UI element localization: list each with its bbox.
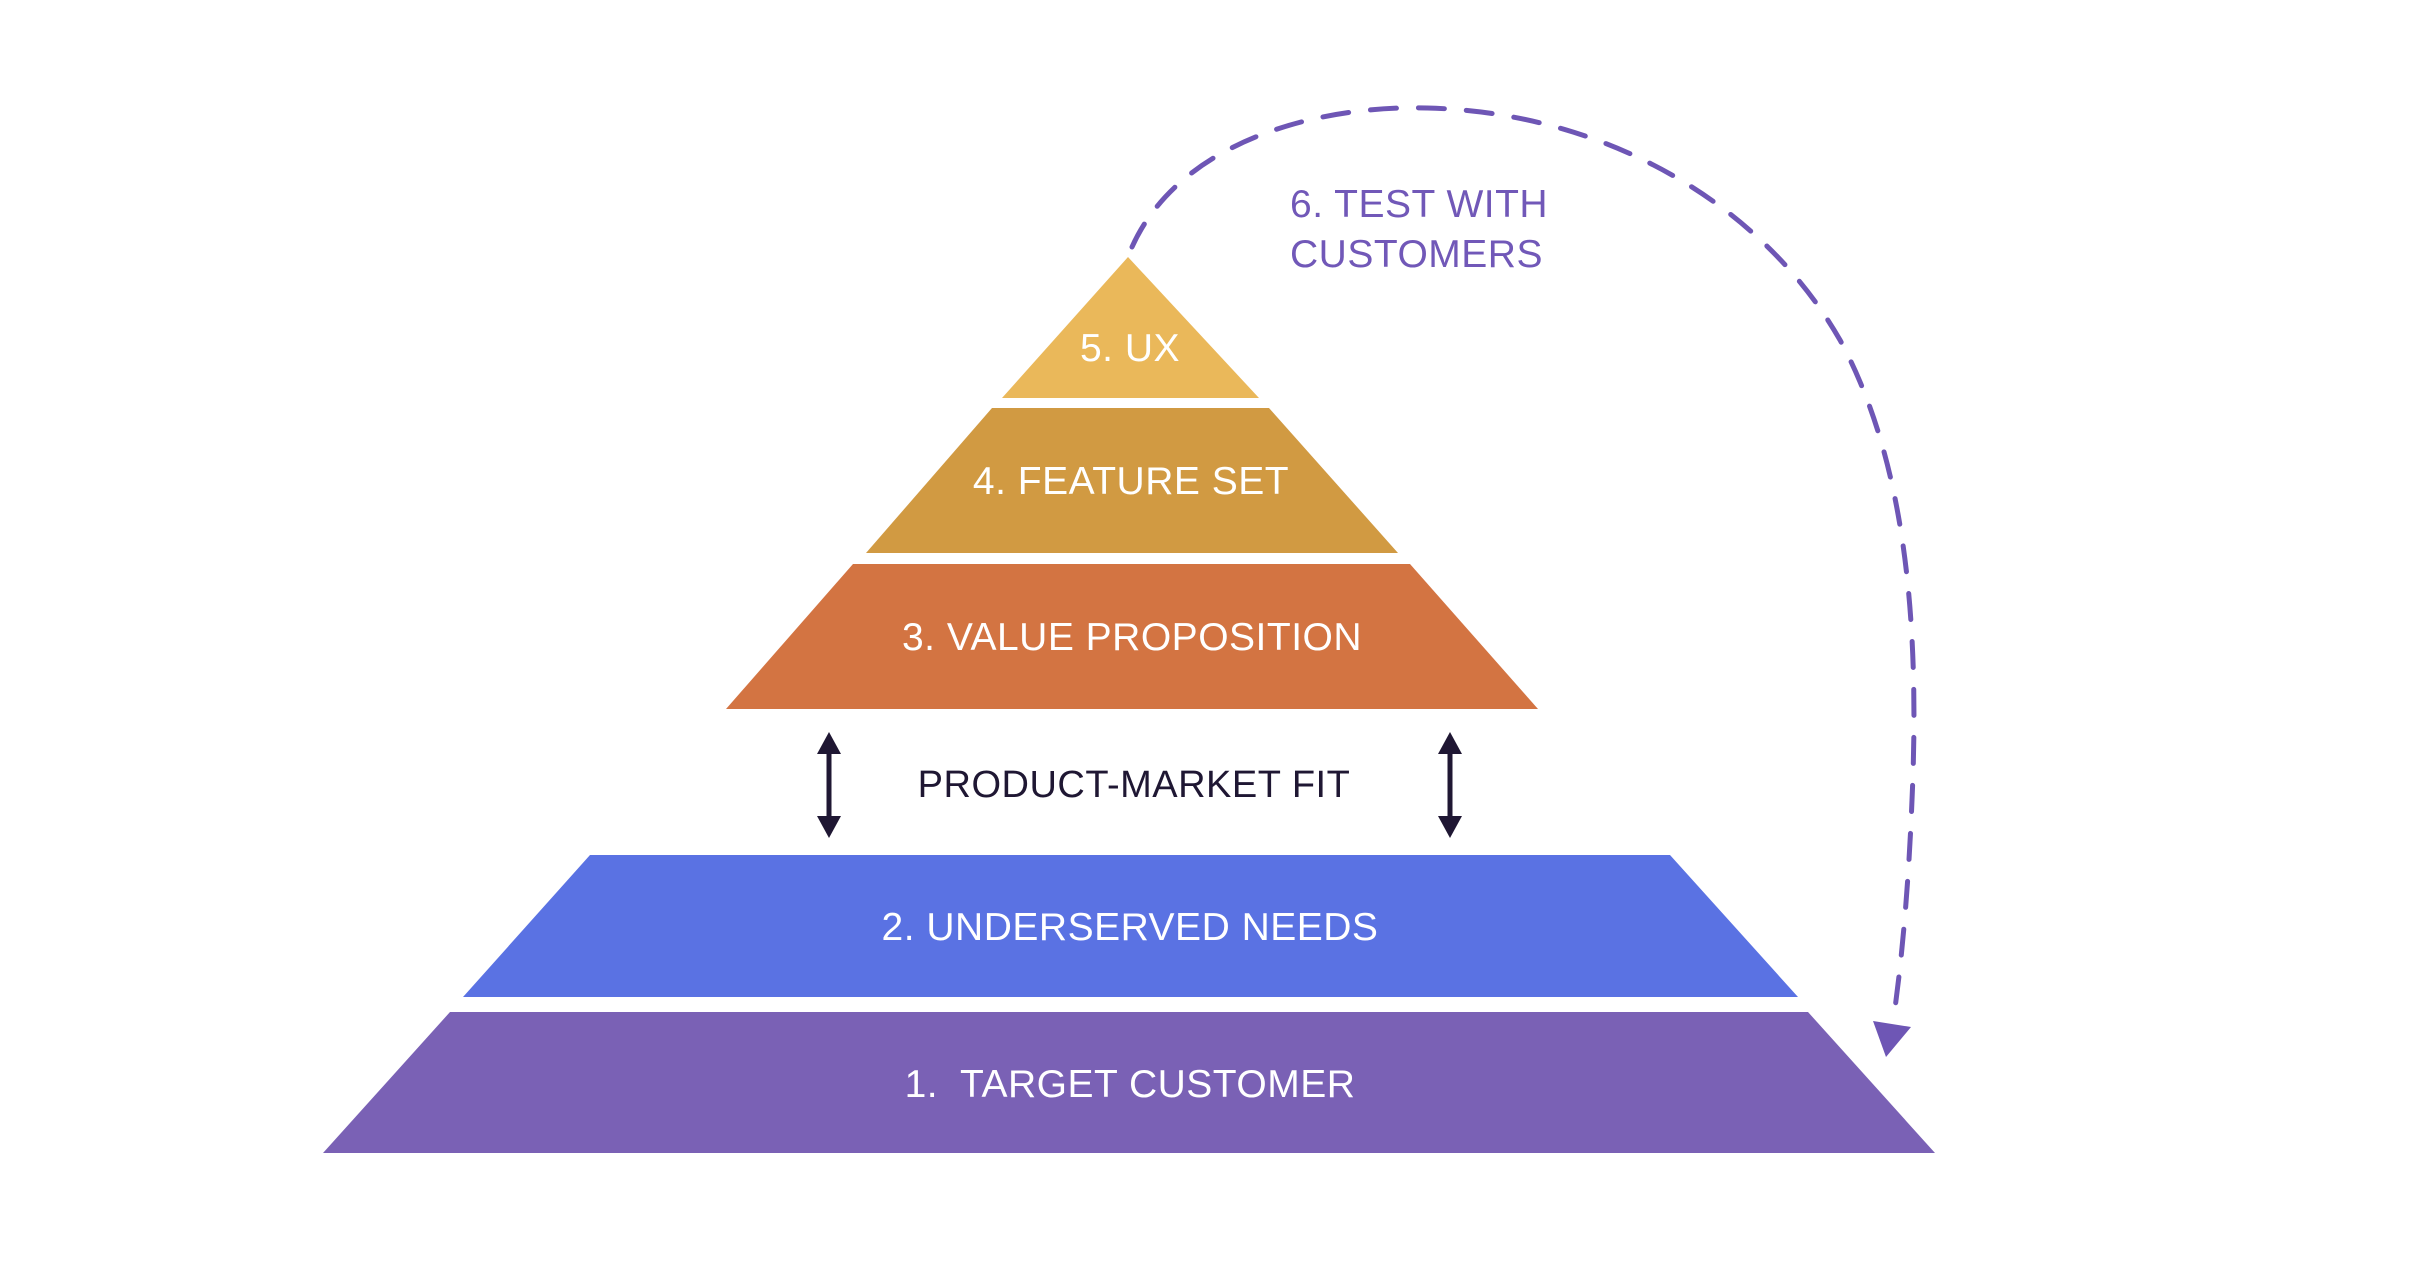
- layer-target-customer-label: 1. TARGET CUSTOMER: [905, 1063, 1356, 1106]
- layer-target-customer-shape: [323, 1012, 1935, 1153]
- layer-feature-set-shape: [866, 408, 1398, 553]
- pyramid-layer-feature-set: 4. FEATURE SET: [866, 408, 1398, 553]
- double-arrow-vertical-icon: [817, 732, 841, 838]
- layer-value-proposition-shape: [726, 564, 1538, 709]
- layer-underserved-needs-label: 2. UNDERSERVED NEEDS: [882, 906, 1379, 949]
- layer-value-proposition-label: 3. VALUE PROPOSITION: [902, 616, 1362, 659]
- pyramid-layer-target-customer: 1. TARGET CUSTOMER: [323, 1012, 1935, 1153]
- product-market-fit-divider: PRODUCT-MARKET FIT: [817, 732, 1462, 838]
- pyramid-layer-ux: 5. UX: [1002, 257, 1259, 398]
- layer-feature-set-label: 4. FEATURE SET: [973, 460, 1289, 503]
- pyramid-layer-value-proposition: 3. VALUE PROPOSITION: [726, 564, 1538, 709]
- test-with-customers-label-line1: 6. TEST WITH: [1290, 183, 1548, 226]
- loop-arrowhead-icon: [1873, 1021, 1911, 1057]
- layer-underserved-needs-shape: [463, 855, 1798, 997]
- layer-ux-label: 5. UX: [1080, 327, 1180, 370]
- product-market-fit-label: PRODUCT-MARKET FIT: [918, 764, 1351, 806]
- test-with-customers-loop: 6. TEST WITH CUSTOMERS: [1129, 105, 1917, 1057]
- test-with-customers-label-line2: CUSTOMERS: [1290, 233, 1543, 276]
- double-arrow-vertical-icon: [1438, 732, 1462, 838]
- pyramid-layer-underserved-needs: 2. UNDERSERVED NEEDS: [463, 855, 1798, 997]
- layer-ux-shape: [1002, 257, 1259, 398]
